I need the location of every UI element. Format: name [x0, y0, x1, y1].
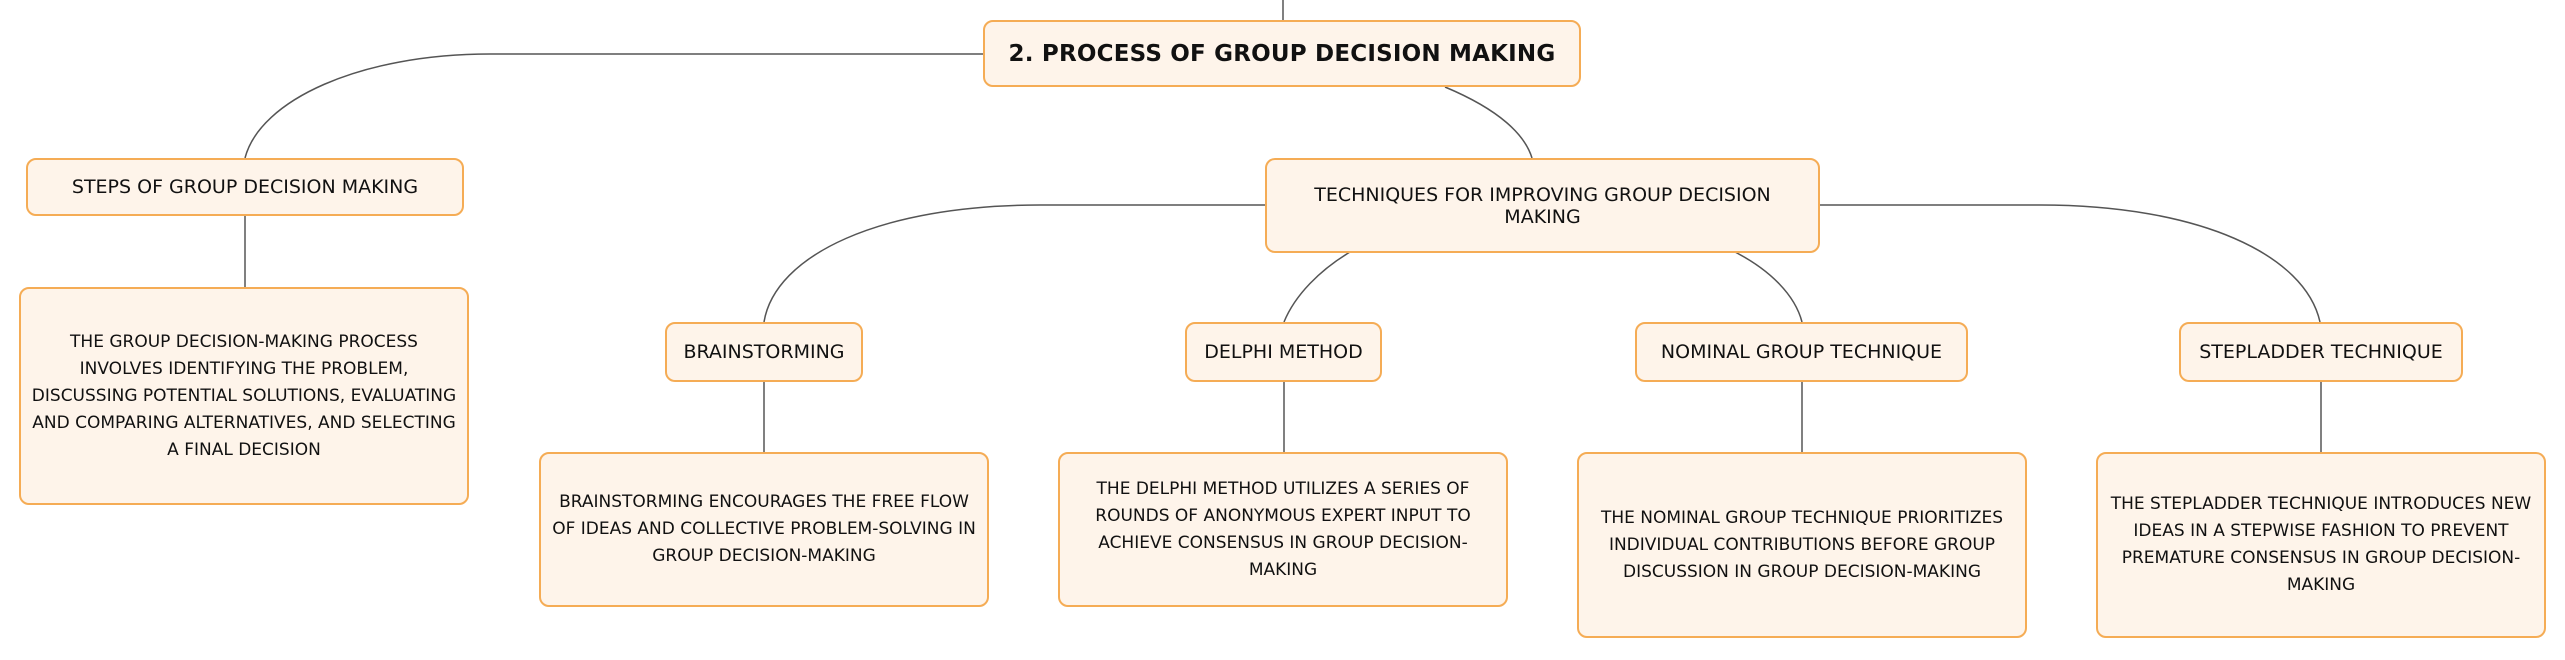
root-title: 2. PROCESS OF GROUP DECISION MAKING	[1008, 40, 1556, 67]
delphi-description-node[interactable]: THE DELPHI METHOD UTILIZES A SERIES OF R…	[1058, 452, 1508, 607]
stepladder-description: THE STEPLADDER TECHNIQUE INTRODUCES NEW …	[2110, 494, 2532, 595]
steps-title: STEPS OF GROUP DECISION MAKING	[71, 176, 419, 198]
steps-description-node[interactable]: THE GROUP DECISION-MAKING PROCESS INVOLV…	[19, 287, 469, 505]
connector-tech-stepladder	[1820, 204, 2321, 323]
connector-tech-delphi	[1283, 251, 1351, 323]
connector-root-steps	[244, 53, 983, 159]
techniques-node[interactable]: TECHNIQUES FOR IMPROVING GROUP DECISION …	[1265, 158, 1820, 253]
brainstorming-description: BRAINSTORMING ENCOURAGES THE FREE FLOW O…	[552, 492, 976, 566]
technique-stepladder-node[interactable]: STEPLADDER TECHNIQUE	[2179, 322, 2463, 382]
technique-nominal-title: NOMINAL GROUP TECHNIQUE	[1660, 341, 1943, 363]
root-node[interactable]: 2. PROCESS OF GROUP DECISION MAKING	[983, 20, 1581, 87]
technique-stepladder-title: STEPLADDER TECHNIQUE	[2199, 341, 2443, 363]
technique-delphi-node[interactable]: DELPHI METHOD	[1185, 322, 1382, 382]
nominal-description-node[interactable]: THE NOMINAL GROUP TECHNIQUE PRIORITIZES …	[1577, 452, 2027, 638]
steps-description: THE GROUP DECISION-MAKING PROCESS INVOLV…	[31, 331, 457, 460]
technique-brainstorming-title: BRAINSTORMING	[683, 341, 845, 363]
brainstorming-description-node[interactable]: BRAINSTORMING ENCOURAGES THE FREE FLOW O…	[539, 452, 989, 607]
delphi-description: THE DELPHI METHOD UTILIZES A SERIES OF R…	[1095, 478, 1471, 580]
connector-root-techniques	[1444, 86, 1533, 159]
technique-nominal-node[interactable]: NOMINAL GROUP TECHNIQUE	[1635, 322, 1968, 382]
steps-node[interactable]: STEPS OF GROUP DECISION MAKING	[26, 158, 464, 216]
connector-tech-nominal	[1734, 251, 1803, 323]
technique-brainstorming-node[interactable]: BRAINSTORMING	[665, 322, 863, 382]
technique-delphi-title: DELPHI METHOD	[1204, 341, 1363, 363]
stepladder-description-node[interactable]: THE STEPLADDER TECHNIQUE INTRODUCES NEW …	[2096, 452, 2546, 638]
techniques-title: TECHNIQUES FOR IMPROVING GROUP DECISION …	[1314, 183, 1771, 228]
connector-tech-brainstorming	[763, 204, 1265, 323]
nominal-description: THE NOMINAL GROUP TECHNIQUE PRIORITIZES …	[1600, 507, 2004, 582]
